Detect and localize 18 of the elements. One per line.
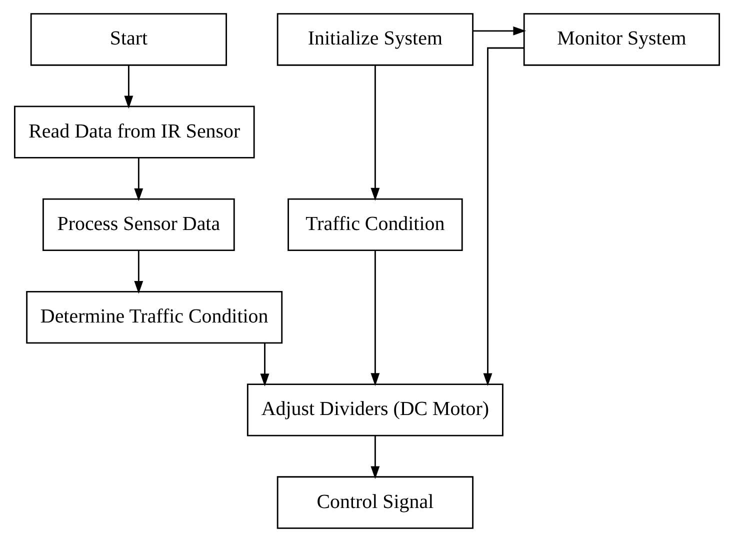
node-box: Start <box>30 13 227 66</box>
arrow <box>260 343 270 386</box>
arrow <box>134 250 144 294</box>
node-box: Adjust Dividers (DC Motor) <box>246 384 504 436</box>
node-box: Traffic Condition <box>288 198 463 252</box>
arrow <box>370 250 380 386</box>
node-box: Process Sensor Data <box>42 198 235 252</box>
node-box: Determine Traffic Condition <box>26 290 283 344</box>
node-box: Initialize System <box>276 13 474 66</box>
arrow <box>370 65 380 201</box>
node-box: Control Signal <box>276 476 474 529</box>
arrow <box>483 47 524 386</box>
arrow <box>134 158 144 202</box>
node-box: Monitor System <box>523 13 720 66</box>
arrow <box>473 26 526 36</box>
arrow <box>124 65 134 109</box>
node-box: Read Data from IR Sensor <box>14 106 255 158</box>
arrow <box>370 436 380 480</box>
